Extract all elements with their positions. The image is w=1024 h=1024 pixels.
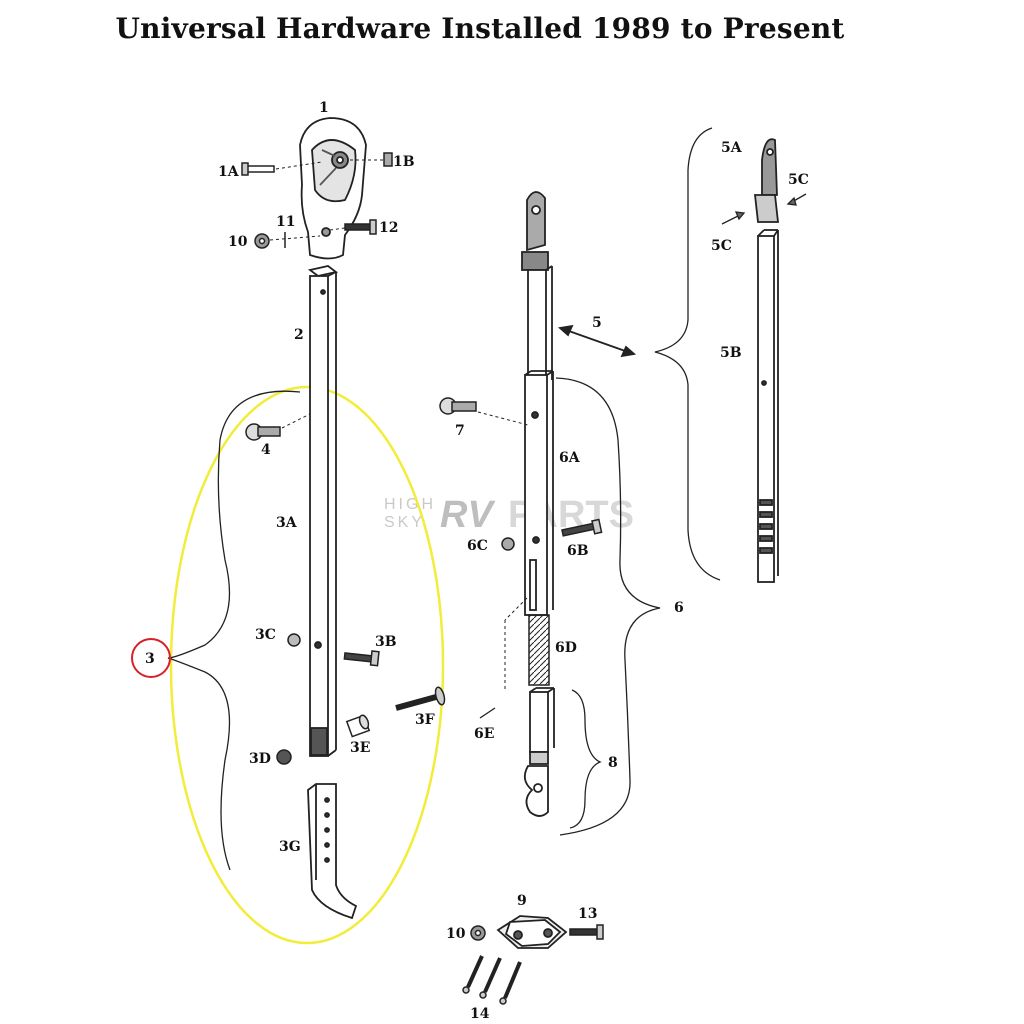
part-1A-bolt (241, 161, 323, 176)
part-1B-nut (350, 152, 393, 167)
part-labels: 1 1A 1B 11 10 12 2 4 3A 3C 3B 3 3F 3E 3D… (145, 100, 809, 1022)
label-8: 8 (608, 755, 618, 771)
part-3G-bracket (307, 783, 358, 920)
label-3B: 3B (375, 634, 397, 650)
label-3C: 3C (255, 627, 276, 643)
label-1B: 1B (393, 154, 415, 170)
label-5: 5 (592, 315, 602, 331)
label-12: 12 (379, 220, 398, 236)
label-6D: 6D (555, 640, 577, 656)
label-5B: 5B (720, 345, 742, 361)
part-6E-pin (479, 707, 496, 719)
label-3: 3 (145, 651, 155, 667)
part-3D-nut (276, 749, 292, 765)
part-8-latch (523, 687, 555, 817)
label-6B: 6B (567, 543, 589, 559)
label-7: 7 (455, 423, 465, 439)
part-6D-spring (504, 597, 550, 690)
diagram-title: Universal Hardware Installed 1989 to Pre… (115, 12, 845, 45)
label-13: 13 (578, 906, 597, 922)
label-11: 11 (276, 214, 295, 230)
part-5C-screw-left (721, 211, 746, 225)
label-6E: 6E (474, 726, 494, 742)
watermark-brand-rv: RV (440, 494, 495, 536)
part-5C-screw-right (786, 193, 807, 206)
label-6: 6 (674, 600, 684, 616)
label-6A: 6A (559, 450, 581, 466)
part-6B-bolt (561, 518, 603, 537)
group-8-brace (569, 689, 602, 829)
part-12-bolt (329, 219, 377, 235)
part-10-nut-lower (470, 925, 486, 941)
label-3G: 3G (279, 839, 301, 855)
label-3F: 3F (415, 712, 435, 728)
part-13-bolt (569, 924, 604, 940)
group-6-brace (555, 377, 661, 836)
part-11-washer (269, 232, 321, 248)
watermark-line1: HIGH (384, 496, 436, 513)
label-3A: 3A (276, 515, 298, 531)
label-3D: 3D (249, 751, 271, 767)
part-5-arrow (557, 324, 637, 358)
part-6C-nut (501, 537, 515, 551)
label-9: 9 (517, 893, 527, 909)
part-9-mount-plate (496, 915, 568, 949)
group-5-brace (654, 127, 721, 581)
part-1-arm-casting (299, 117, 367, 260)
part-10-nut (254, 233, 270, 249)
part-3E-spacer (345, 714, 371, 738)
group-3-highlight (169, 385, 445, 945)
label-5C-left: 5C (711, 238, 732, 254)
label-5A: 5A (721, 140, 743, 156)
part-3F-bolt (395, 686, 446, 711)
group-3-bracket (167, 390, 301, 871)
label-10-upper: 10 (228, 234, 248, 250)
label-5C-right: 5C (788, 172, 809, 188)
part-6A-tube (524, 370, 554, 616)
label-1A: 1A (218, 164, 240, 180)
part-5B-bar (757, 229, 779, 583)
part-5-center-tube (521, 191, 553, 381)
part-3C-nut (287, 633, 301, 647)
part-7-bolt (439, 397, 529, 426)
label-2: 2 (294, 327, 304, 343)
label-4: 4 (261, 442, 271, 458)
watermark-line2: SKY (384, 514, 425, 531)
part-2-outer-tube (307, 265, 339, 757)
label-14: 14 (470, 1006, 490, 1022)
part-4-bolt (245, 413, 311, 441)
label-3E: 3E (350, 740, 370, 756)
label-1: 1 (319, 100, 329, 116)
part-5A-clevis (753, 138, 780, 223)
part-14-screws (462, 955, 522, 1005)
part-3B-bolt (343, 650, 380, 667)
part-3-callout-circle (131, 638, 171, 678)
label-6C: 6C (467, 538, 488, 554)
label-10-lower: 10 (446, 926, 466, 942)
